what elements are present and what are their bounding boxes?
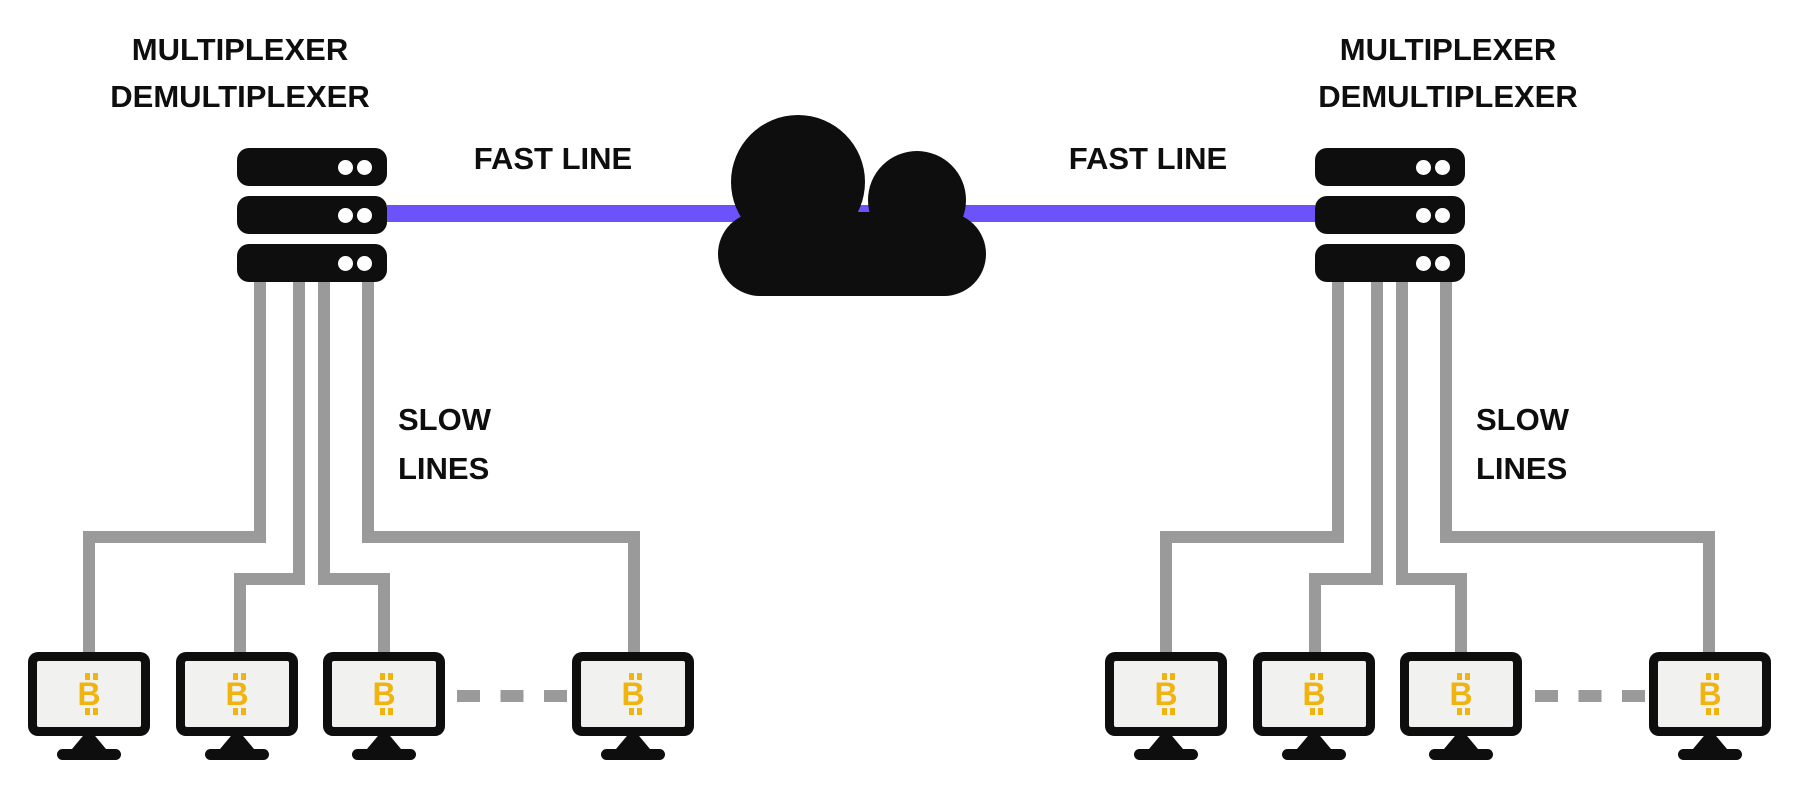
monitor-stand-base	[57, 749, 121, 760]
monitor-frame: B	[176, 652, 298, 736]
slow-line	[1440, 268, 1715, 658]
monitor-frame: B	[323, 652, 445, 736]
monitor-stand-base	[1678, 749, 1742, 760]
bitcoin-icon: B	[1698, 673, 1722, 715]
slow-line	[318, 268, 390, 658]
server-bar	[237, 196, 387, 234]
monitor-stand	[367, 736, 401, 749]
monitor-screen: B	[1114, 661, 1218, 727]
server-bar	[1315, 244, 1465, 282]
slow-line	[362, 268, 640, 658]
server-led-dot	[338, 207, 353, 223]
workstation-group-right: B B B	[1077, 652, 1800, 767]
monitor-stand	[616, 736, 650, 749]
monitor-screen: B	[332, 661, 436, 727]
internet-cloud-icon	[718, 115, 986, 296]
bitcoin-icon: B	[1449, 673, 1473, 715]
slow-line	[1160, 268, 1344, 658]
monitor-frame: B	[1253, 652, 1375, 736]
workstation-group-left: B B B	[0, 652, 723, 767]
monitor-screen: B	[581, 661, 685, 727]
bitcoin-icon: B	[621, 673, 645, 715]
monitor-stand	[1149, 736, 1183, 749]
monitor-stand-base	[1282, 749, 1346, 760]
monitor-screen: B	[1658, 661, 1762, 727]
monitor-frame: B	[572, 652, 694, 736]
server-led-dot	[1416, 255, 1431, 271]
server-led-dot	[1435, 159, 1450, 175]
workstation-monitor: B	[1105, 652, 1227, 764]
bitcoin-icon: B	[225, 673, 249, 715]
monitor-stand	[220, 736, 254, 749]
server-led-dot	[357, 255, 372, 271]
slow-line	[1396, 268, 1467, 658]
server-bar	[237, 148, 387, 186]
server-led-dot	[1435, 255, 1450, 271]
server-led-dot	[1416, 159, 1431, 175]
monitor-stand-base	[205, 749, 269, 760]
workstation-monitor: B	[1253, 652, 1375, 764]
server-led-dot	[357, 159, 372, 175]
server-bar	[237, 244, 387, 282]
server-led-dot	[1435, 207, 1450, 223]
server-led-dot	[338, 159, 353, 175]
monitor-stand-base	[352, 749, 416, 760]
bitcoin-icon: B	[372, 673, 396, 715]
server-led-dot	[338, 255, 353, 271]
slow-lines-right	[1160, 268, 1715, 702]
bitcoin-icon: B	[1154, 673, 1178, 715]
workstation-monitor: B	[28, 652, 150, 764]
monitor-frame: B	[28, 652, 150, 736]
monitor-frame: B	[1400, 652, 1522, 736]
server-rack-icon-right	[1315, 148, 1465, 282]
monitor-screen: B	[37, 661, 141, 727]
workstation-monitor: B	[323, 652, 445, 764]
monitor-stand-base	[1134, 749, 1198, 760]
monitor-stand-base	[1429, 749, 1493, 760]
monitor-screen: B	[1409, 661, 1513, 727]
server-bar	[1315, 148, 1465, 186]
bitcoin-icon: B	[1302, 673, 1326, 715]
fast-line-label-right: FAST LINE	[1068, 141, 1228, 176]
slow-lines-left	[83, 268, 640, 702]
workstation-monitor: B	[1649, 652, 1771, 764]
monitor-stand	[72, 736, 106, 749]
fast-line-label-left: FAST LINE	[473, 141, 633, 176]
slow-line	[1309, 268, 1383, 658]
workstation-monitor: B	[572, 652, 694, 764]
slow-line	[83, 268, 266, 658]
bitcoin-icon: B	[77, 673, 101, 715]
server-bar	[1315, 196, 1465, 234]
monitor-screen: B	[185, 661, 289, 727]
monitor-stand-base	[601, 749, 665, 760]
monitor-screen: B	[1262, 661, 1366, 727]
slow-line	[234, 268, 305, 658]
server-led-dot	[357, 207, 372, 223]
monitor-frame: B	[1105, 652, 1227, 736]
server-rack-icon-left	[237, 148, 387, 282]
monitor-frame: B	[1649, 652, 1771, 736]
monitor-stand	[1693, 736, 1727, 749]
workstation-monitor: B	[176, 652, 298, 764]
monitor-stand	[1297, 736, 1331, 749]
server-led-dot	[1416, 207, 1431, 223]
monitor-stand	[1444, 736, 1478, 749]
workstation-monitor: B	[1400, 652, 1522, 764]
